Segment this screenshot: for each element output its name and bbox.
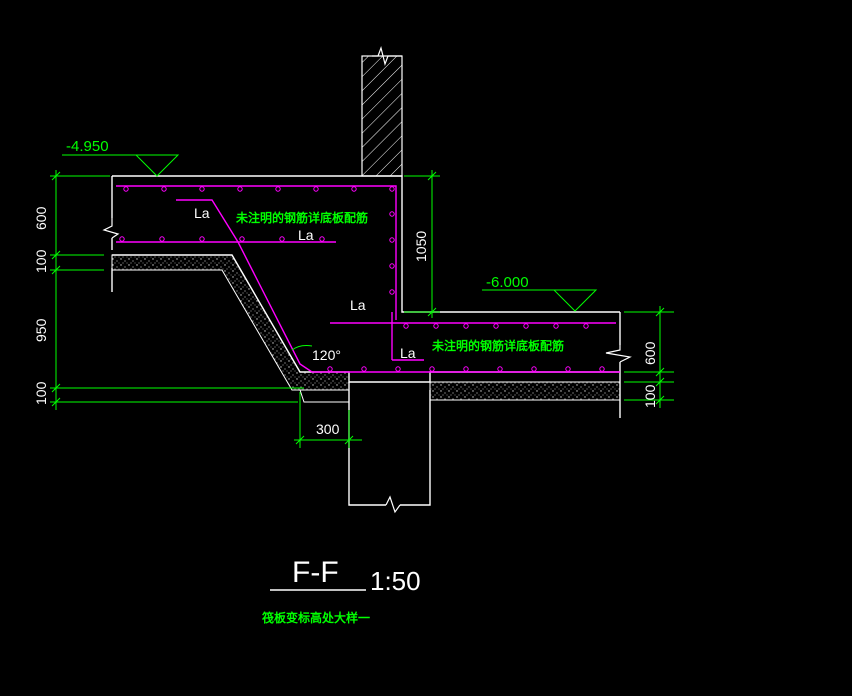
rebar-dot-icon <box>361 366 367 372</box>
dim-left-600: 600 <box>33 206 49 230</box>
rebar-dot-icon <box>161 186 167 192</box>
rebar-dot-icon <box>389 263 395 269</box>
rebar-dot-icon <box>429 366 435 372</box>
rebar-dot-icon <box>599 366 605 372</box>
elevation-lower-label: -6.000 <box>486 274 529 291</box>
note-lower-rebar: 未注明的钢筋详底板配筋 <box>431 338 564 353</box>
rebar-dot-icon <box>275 186 281 192</box>
rebar-dot-icon <box>565 366 571 372</box>
rebar-dot-icon <box>583 323 589 329</box>
dim-step-height: 1050 <box>413 231 429 262</box>
dim-left-100-lower: 100 <box>33 381 49 405</box>
rebar-dot-icon <box>313 186 319 192</box>
step-dimension <box>404 170 440 318</box>
elevation-triangle-icon <box>134 154 180 177</box>
rebar-dot-icon <box>199 186 205 192</box>
rebar-dot-icon <box>279 236 285 242</box>
dim-pile-offset: 300 <box>316 421 340 437</box>
rebar-dot-icon <box>237 186 243 192</box>
rebar-dot-icon <box>389 289 395 295</box>
rebar-dot-icon <box>389 186 395 192</box>
rebar-dot-icon <box>119 236 125 242</box>
rebar-dot-icon <box>497 366 503 372</box>
break-line-icon <box>372 45 402 67</box>
angle-label: 120° <box>312 347 341 363</box>
break-line-icon <box>102 218 120 239</box>
rebar-dot-icon <box>553 323 559 329</box>
la-label-2: La <box>298 227 314 243</box>
rebar-dot-icon <box>463 366 469 372</box>
section-scale: 1:50 <box>370 566 421 596</box>
left-dimension-chain <box>50 170 304 410</box>
note-upper-rebar: 未注明的钢筋详底板配筋 <box>235 210 368 225</box>
la-label-4: La <box>400 345 416 361</box>
dim-left-950: 950 <box>33 318 49 342</box>
rebar-dot-icon <box>531 366 537 372</box>
rebar-group <box>116 185 620 373</box>
rebar-dot-icon <box>123 186 129 192</box>
break-line-icon <box>385 495 401 514</box>
rebar-dot-icon <box>327 366 333 372</box>
la-label-3: La <box>350 297 366 313</box>
elevation-triangle-icon <box>552 289 598 312</box>
la-label-1: La <box>194 205 210 221</box>
rebar-dot-icon <box>395 366 401 372</box>
rebar-dot-icon <box>389 237 395 243</box>
concrete-wall <box>361 45 403 177</box>
right-dimension-chain <box>624 306 674 408</box>
rebar-dot-icon <box>493 323 499 329</box>
rebar-dot-icon <box>319 236 325 242</box>
dim-right-100: 100 <box>642 384 658 408</box>
rebar-dot-icon <box>403 323 409 329</box>
dim-left-100-upper: 100 <box>33 249 49 273</box>
break-line-icon <box>605 345 632 363</box>
elevation-upper: -4.950 <box>62 138 180 177</box>
dim-right-600: 600 <box>642 341 658 365</box>
rebar-dot-icon <box>159 236 165 242</box>
pile-offset-dimension <box>294 392 362 448</box>
rebar-dot-icon <box>433 323 439 329</box>
rebar-dot-icon <box>523 323 529 329</box>
elevation-upper-label: -4.950 <box>66 138 109 155</box>
rebar-dot-icon <box>463 323 469 329</box>
rebar-dot-icon <box>389 211 395 217</box>
rebar-dot-icon <box>351 186 357 192</box>
rebar-dot-icon <box>239 236 245 242</box>
rebar-dot-icon <box>199 236 205 242</box>
rebar-dots <box>119 186 605 372</box>
section-subtitle: 筏板变标高处大样一 <box>262 610 370 625</box>
cushion-layer <box>111 254 621 403</box>
section-title: F-F <box>292 556 339 589</box>
angle-arc <box>291 345 313 351</box>
elevation-lower: -6.000 <box>482 274 598 312</box>
